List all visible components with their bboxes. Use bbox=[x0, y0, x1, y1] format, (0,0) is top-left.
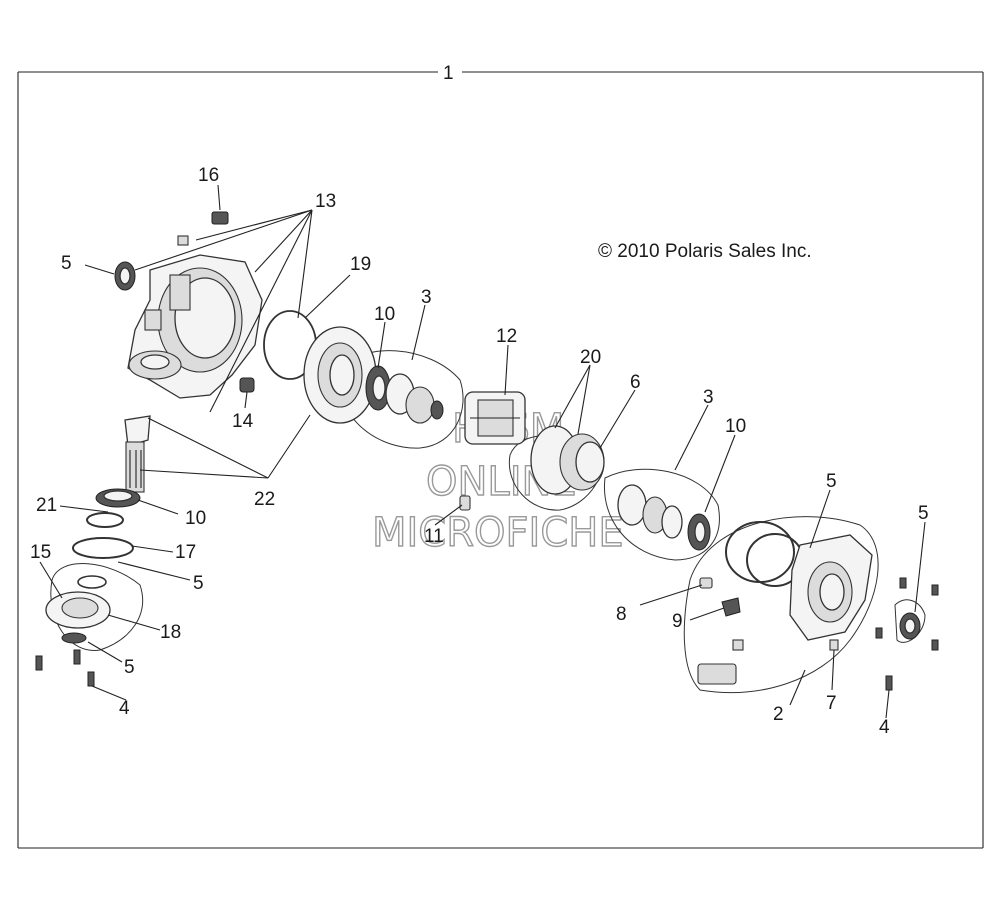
callout-4b: 4 bbox=[879, 717, 890, 738]
callout-5e: 5 bbox=[124, 657, 135, 678]
callout-10c: 10 bbox=[185, 508, 206, 529]
o-ring-21 bbox=[86, 512, 124, 528]
callout-6: 6 bbox=[630, 372, 641, 393]
callout-14: 14 bbox=[232, 411, 254, 432]
callout-8: 8 bbox=[616, 604, 627, 625]
sensor-7 bbox=[829, 639, 839, 651]
right-cover bbox=[789, 534, 873, 641]
fitting-small-right bbox=[732, 639, 744, 651]
armature-plates bbox=[530, 425, 605, 495]
callout-19: 19 bbox=[350, 254, 371, 275]
callout-16: 16 bbox=[198, 165, 219, 186]
callout-12: 12 bbox=[496, 326, 517, 347]
assembly-frame bbox=[17, 71, 984, 849]
callout-10a: 10 bbox=[374, 304, 395, 325]
seal-right bbox=[899, 612, 921, 640]
seal-5-left-mid bbox=[77, 575, 107, 589]
callout-5b: 5 bbox=[826, 471, 837, 492]
bolts-left bbox=[35, 649, 95, 687]
bearing-set-right bbox=[617, 484, 711, 551]
callouts: 1 16 13 5 19 3 10 12 20 6 3 14 10 5 22 2… bbox=[30, 63, 929, 738]
pinion-shaft bbox=[124, 415, 151, 493]
copyright-notice: © 2010 Polaris Sales Inc. bbox=[598, 241, 812, 262]
leader-lines bbox=[39, 184, 926, 719]
bearing-pinion bbox=[95, 488, 141, 508]
small-fitting bbox=[177, 235, 189, 246]
callout-5a: 5 bbox=[61, 253, 72, 274]
callout-3a: 3 bbox=[421, 287, 432, 308]
callout-13: 13 bbox=[315, 191, 336, 212]
callout-7: 7 bbox=[826, 693, 837, 714]
callout-2: 2 bbox=[773, 704, 784, 725]
differential-assembly bbox=[464, 391, 526, 445]
callout-1: 1 bbox=[443, 63, 454, 84]
drain-plug bbox=[239, 377, 255, 393]
bracket-9 bbox=[721, 597, 741, 617]
seal-upper-left bbox=[114, 261, 136, 291]
callout-20: 20 bbox=[580, 347, 601, 368]
callout-22: 22 bbox=[254, 489, 275, 510]
callout-21: 21 bbox=[36, 495, 57, 516]
watermark-line3: MICROFICHE bbox=[372, 510, 624, 556]
bolts-right bbox=[875, 577, 939, 691]
front-gearcase-housing bbox=[127, 254, 263, 399]
callout-10b: 10 bbox=[725, 416, 746, 437]
callout-15: 15 bbox=[30, 542, 51, 563]
magnet-block bbox=[697, 663, 737, 685]
callout-11: 11 bbox=[424, 526, 444, 547]
callout-5c: 5 bbox=[918, 503, 929, 524]
bearing-set-left bbox=[365, 365, 444, 424]
callout-17: 17 bbox=[175, 542, 196, 563]
vent-fitting bbox=[211, 211, 229, 225]
plunger bbox=[699, 577, 713, 589]
o-ring-17 bbox=[72, 537, 134, 559]
callout-18: 18 bbox=[160, 622, 181, 643]
callout-4a: 4 bbox=[119, 698, 130, 719]
callout-5d: 5 bbox=[193, 573, 204, 594]
pinion-cover bbox=[45, 591, 111, 644]
callout-9: 9 bbox=[672, 611, 683, 632]
callout-3b: 3 bbox=[703, 387, 714, 408]
ring-gear bbox=[263, 310, 377, 424]
pin bbox=[459, 495, 471, 511]
